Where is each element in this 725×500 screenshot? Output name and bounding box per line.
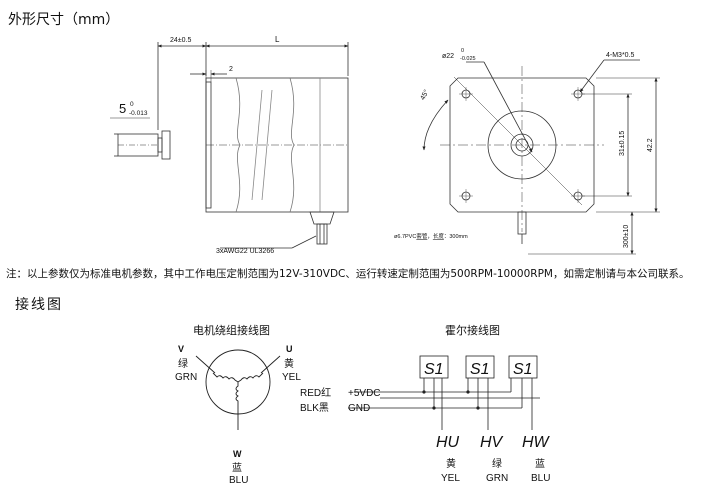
flange-step-dim: 2 <box>229 66 233 73</box>
flange-boss <box>157 137 163 153</box>
hall-hu-en: YEL <box>441 473 460 484</box>
coil-v <box>212 372 239 383</box>
red-wire-label: RED红 <box>300 386 331 399</box>
phase-u-en: YEL <box>282 372 301 383</box>
shaft-extension-dim: 24±0.5 <box>170 37 191 44</box>
winding-diagram <box>195 349 281 430</box>
wiring-title: 接线图 <box>15 297 63 313</box>
winding-title: 电机绕组接线图 <box>193 323 270 337</box>
hole-spacing-dim: 31±0.15 <box>619 131 626 156</box>
cable-spec-label: 3xAWG22 UL3266 <box>216 248 274 255</box>
dimensions-title: 外形尺寸（mm） <box>8 12 120 28</box>
hall-sensor-1-label: S1 <box>424 361 444 378</box>
vcc-label: +5VDC <box>348 388 381 399</box>
sleeve-spec-label: ø6.7PVC套管，长度：300mm <box>394 232 468 240</box>
phase-v-en: GRN <box>175 372 197 383</box>
hall-hv-cn: 绿 <box>492 457 502 470</box>
body-length-dim: L <box>275 35 280 44</box>
hall-hw-en: BLU <box>531 473 550 484</box>
cable-gland <box>309 211 335 225</box>
hall-hu-code: HU <box>436 434 460 451</box>
hall-hw-code: HW <box>522 434 551 451</box>
shaft-tol-upper: 0 <box>130 101 134 108</box>
hall-hv-code: HV <box>480 434 504 451</box>
hall-diagram <box>348 355 540 430</box>
coil-w <box>235 382 239 409</box>
cable-lead <box>316 223 328 245</box>
phase-u-cn: 黄 <box>284 357 294 370</box>
gnd-label: GND <box>348 403 370 414</box>
pilot-circle <box>487 110 557 180</box>
phase-w-letter: W <box>233 449 242 459</box>
hall-sensor-3 <box>508 355 538 379</box>
hall-hv-en: GRN <box>486 473 508 484</box>
pilot-tol-lower: -0.025 <box>460 56 476 62</box>
spec-note: 注：以上参数仅为标准电机参数，其中工作电压定制范围为12V-310VDC、运行转… <box>6 268 690 280</box>
mount-holes-dim: 4-M3*0.5 <box>606 52 635 59</box>
square-size-dim: 42.2 <box>647 138 654 152</box>
phase-u-letter: U <box>286 344 293 354</box>
hall-sensor-2-label: S1 <box>470 361 490 378</box>
hall-sensor-2 <box>465 355 495 379</box>
front-view <box>422 59 660 255</box>
phase-v-cn: 绿 <box>178 357 188 370</box>
black-wire-label: BLK黑 <box>300 402 329 414</box>
coil-u <box>237 372 264 383</box>
shaft-diameter-dim: 5 <box>119 101 126 116</box>
phase-w-en: BLU <box>229 475 248 486</box>
hall-hw-cn: 蓝 <box>535 458 545 470</box>
side-view <box>110 42 349 249</box>
pilot-tol-upper: 0 <box>461 48 464 54</box>
pilot-diameter-dim: ø22 <box>442 53 454 60</box>
hall-hu-cn: 黄 <box>446 457 456 470</box>
phase-w-cn: 蓝 <box>232 462 242 474</box>
angle-dim: 45° <box>419 88 431 101</box>
lead-length-dim: 300±10 <box>623 225 630 248</box>
shaft-tol-lower: -0.013 <box>129 110 148 117</box>
hall-sensor-3-label: S1 <box>513 361 533 378</box>
phase-v-letter: V <box>178 344 184 354</box>
hall-title: 霍尔接线图 <box>445 323 500 337</box>
